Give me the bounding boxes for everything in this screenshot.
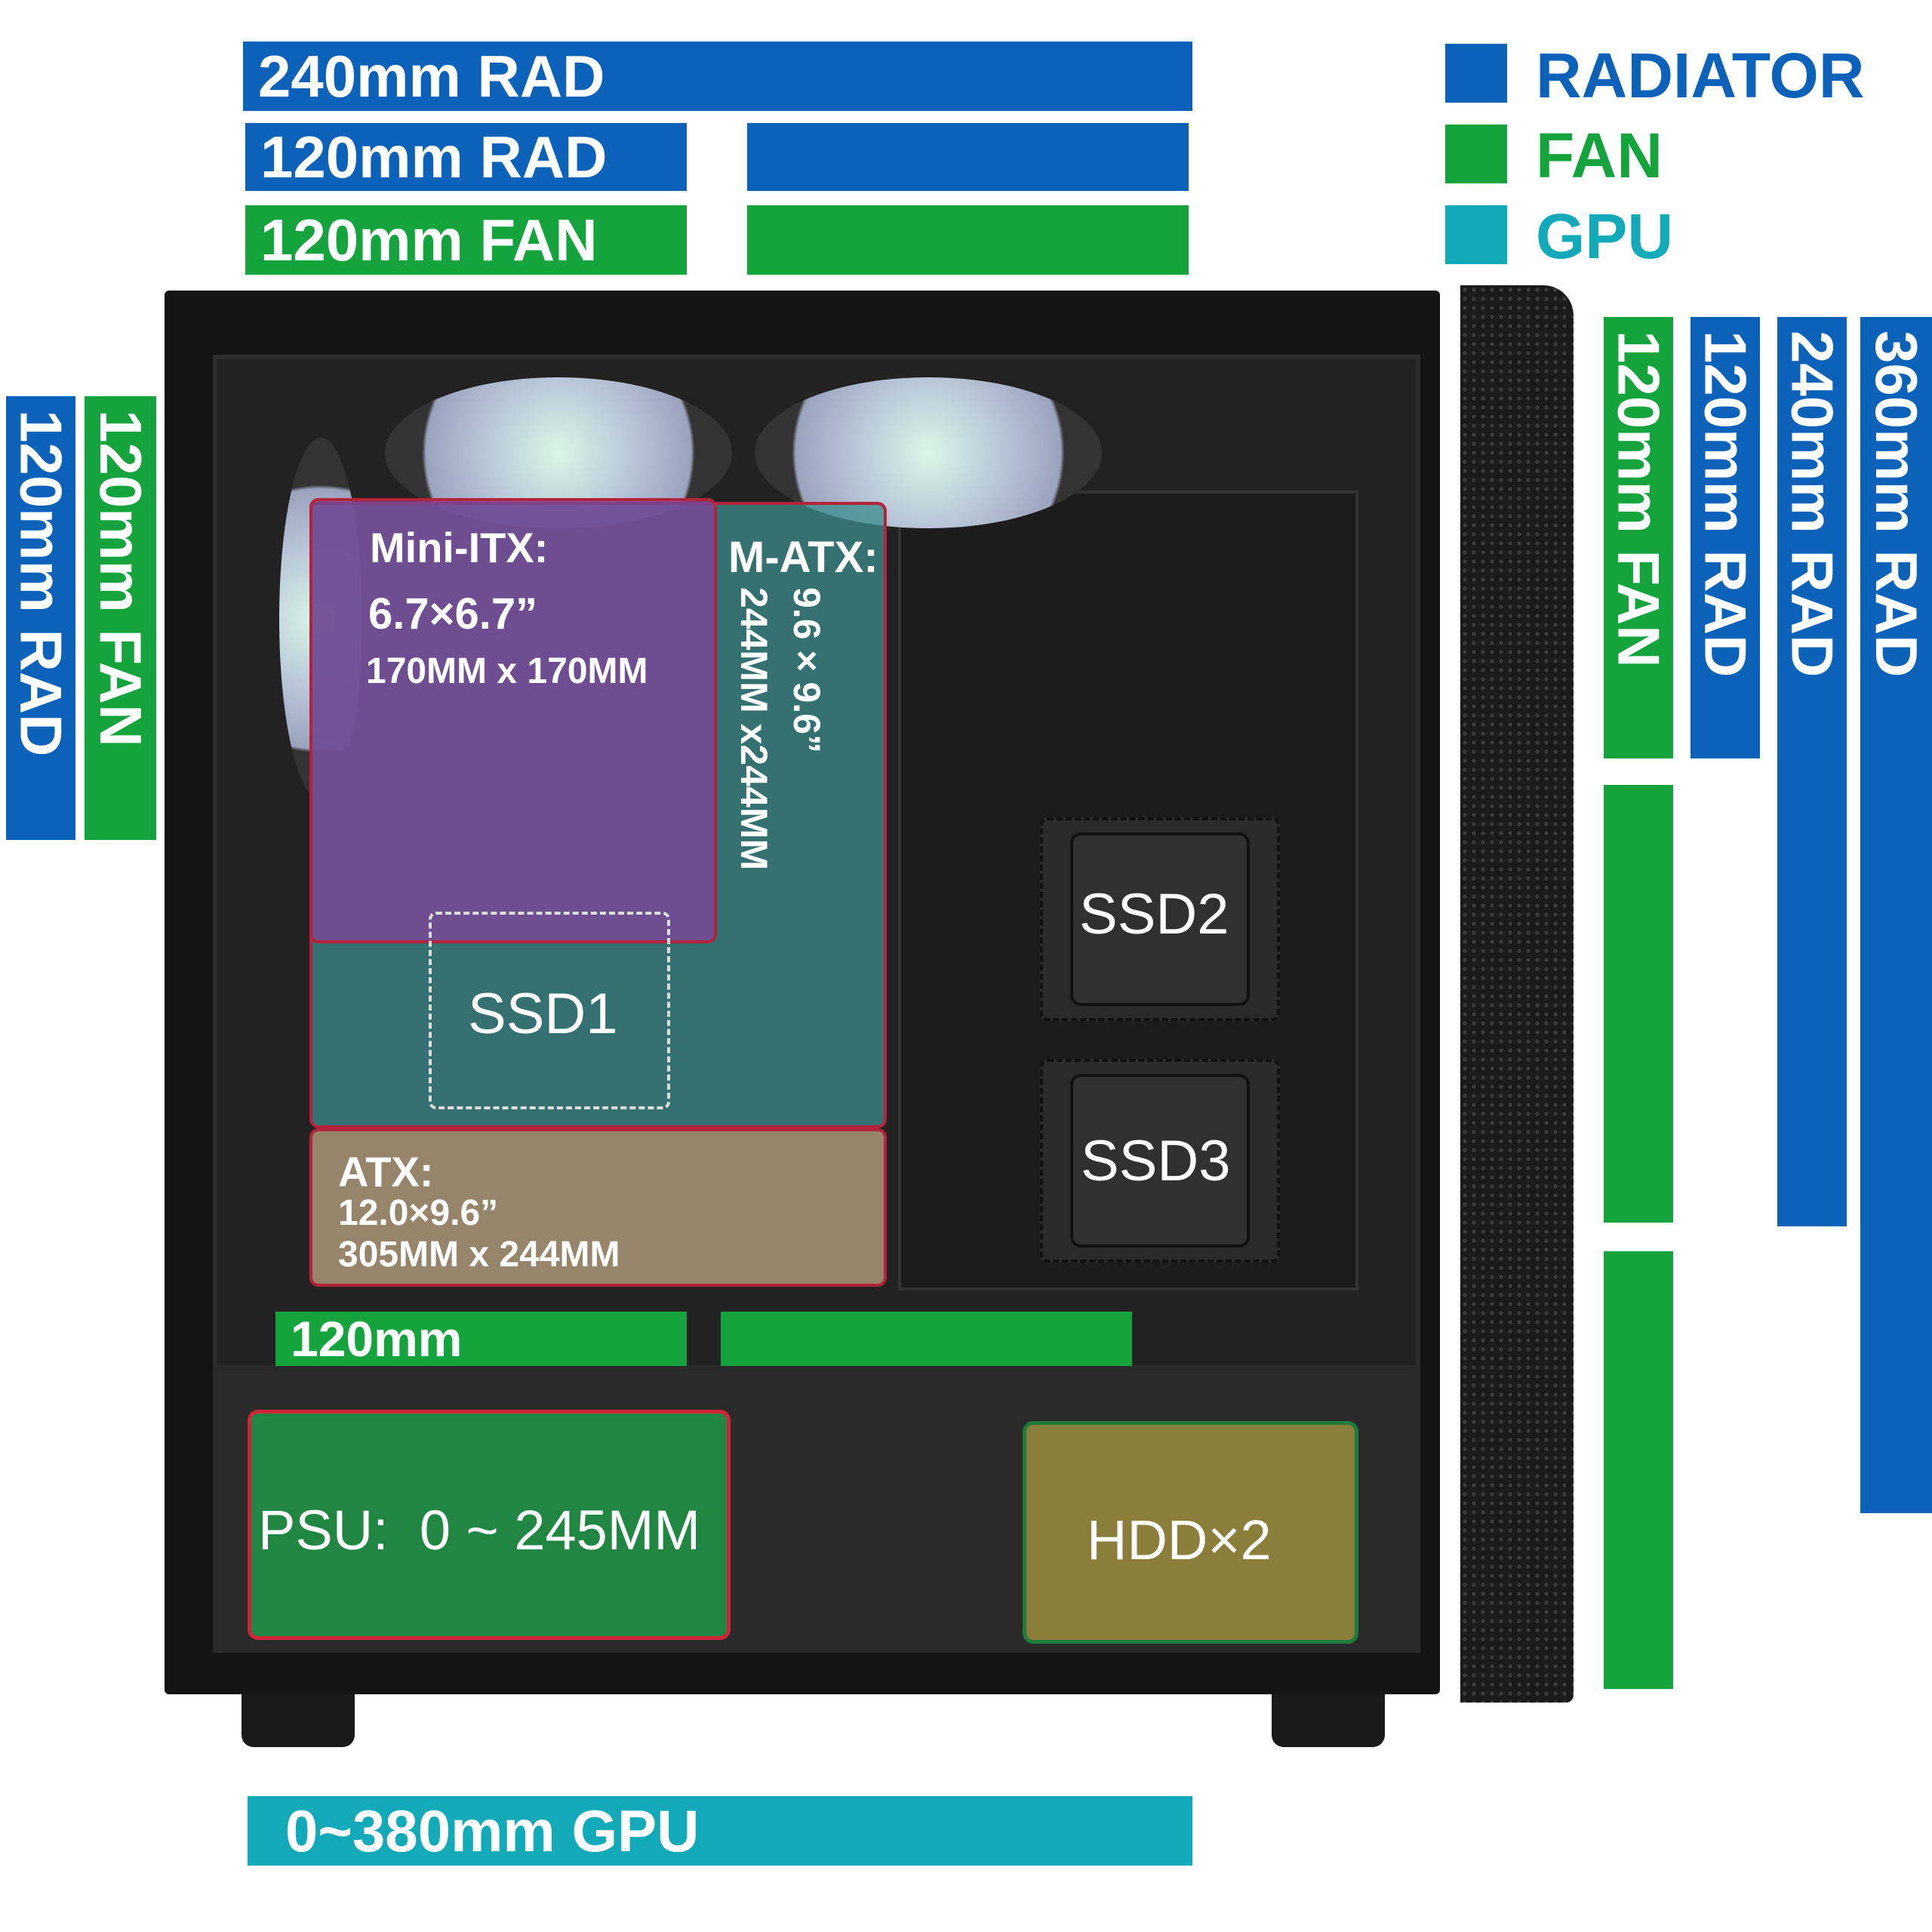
top-240mm-rad-bar: 240mm RAD	[243, 42, 1192, 111]
gpu-length-label: 0~380mm GPU	[285, 1797, 700, 1864]
ssd3-mount	[1070, 1074, 1250, 1247]
ssd3-label: SSD3	[1081, 1129, 1231, 1193]
front-360mm-rad-bar: 360mm RAD	[1860, 317, 1932, 1513]
front-120mm-fan-bar-3	[1604, 1251, 1673, 1689]
case-foot-right	[1272, 1694, 1385, 1747]
legend-radiator-swatch	[1445, 44, 1507, 103]
front-120mm-rad-bar: 120mm RAD	[1690, 317, 1760, 758]
top-240mm-rad-label: 240mm RAD	[258, 42, 605, 109]
atx-title: ATX:	[338, 1148, 434, 1195]
top-120mm-rad-bar-left: 120mm RAD	[245, 123, 687, 191]
legend-fan-swatch	[1445, 125, 1507, 183]
front-240mm-rad-label: 240mm RAD	[1779, 331, 1846, 678]
itx-inch: 6.7×6.7”	[368, 589, 538, 638]
legend-gpu-label: GPU	[1536, 201, 1674, 272]
matx-inch: 9.6×9.6”	[786, 587, 828, 754]
legend-radiator-label: RADIATOR	[1536, 40, 1865, 111]
rear-120mm-fan-label: 120mm FAN	[88, 410, 154, 747]
itx-title: Mini-ITX:	[370, 524, 549, 571]
legend-gpu-swatch	[1445, 205, 1507, 264]
matx-mm: 244MM x244MM	[733, 587, 775, 871]
ssd1-slot	[429, 912, 670, 1109]
atx-board-zone	[309, 1128, 887, 1287]
bottom-120mm-fan-bar-left: 120mm	[275, 1311, 687, 1367]
bottom-120mm-fan-label: 120mm	[291, 1311, 463, 1367]
legend-fan-label: FAN	[1536, 120, 1663, 191]
front-mesh-panel	[1460, 285, 1574, 1703]
itx-board-zone	[309, 498, 717, 943]
front-120mm-rad-label: 120mm RAD	[1692, 331, 1759, 678]
front-120mm-fan-bar-2	[1604, 785, 1673, 1223]
ssd2-label: SSD2	[1079, 882, 1229, 946]
matx-title: M-ATX:	[728, 533, 878, 582]
top-120mm-fan-bar-right	[747, 205, 1189, 275]
itx-mm: 170MM x 170MM	[366, 651, 648, 691]
gpu-length-bar: 0~380mm GPU	[248, 1796, 1192, 1866]
top-120mm-rad-bar-right	[747, 123, 1189, 191]
front-120mm-fan-bar-1: 120mm FAN	[1604, 317, 1673, 758]
hdd-zone	[1023, 1421, 1358, 1644]
psu-zone	[248, 1410, 731, 1640]
hdd-label: HDD×2	[1087, 1509, 1272, 1571]
case-foot-left	[242, 1694, 355, 1747]
rear-120mm-rad-bar: 120mm RAD	[6, 396, 75, 840]
bottom-120mm-fan-bar-right	[721, 1312, 1132, 1366]
front-120mm-fan-label: 120mm FAN	[1605, 331, 1672, 668]
atx-mm: 305MM x 244MM	[338, 1235, 620, 1275]
atx-inch: 12.0×9.6”	[338, 1193, 499, 1233]
psu-label: PSU: 0 ~ 245MM	[258, 1499, 701, 1561]
top-120mm-fan-label: 120mm FAN	[260, 206, 598, 273]
rear-120mm-fan-bar: 120mm FAN	[85, 396, 156, 840]
rear-120mm-rad-label: 120mm RAD	[8, 410, 75, 757]
front-240mm-rad-bar: 240mm RAD	[1777, 317, 1847, 1226]
ssd2-mount	[1070, 832, 1250, 1006]
top-120mm-fan-bar-left: 120mm FAN	[245, 205, 687, 275]
top-120mm-rad-label: 120mm RAD	[260, 123, 608, 190]
front-360mm-rad-label: 360mm RAD	[1863, 331, 1930, 678]
ssd1-label: SSD1	[468, 982, 618, 1046]
